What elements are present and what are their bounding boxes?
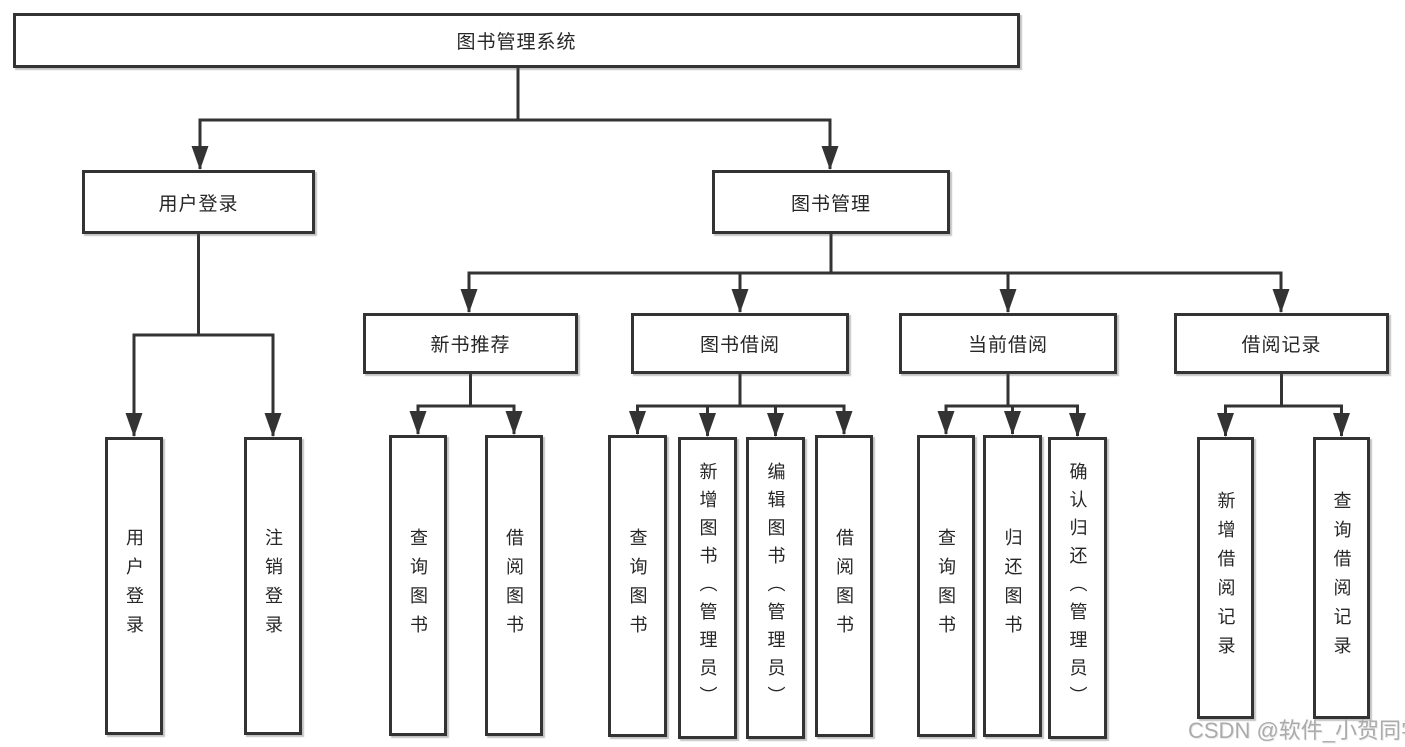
leaf-edit-book-admin: 编辑图书（管理员）: [746, 437, 805, 739]
leaf-logout: 注销登录: [244, 437, 302, 735]
leaf-query-books-borrowing: 查询图书: [608, 435, 667, 737]
leaf-query-borrow-record: 查询借阅记录: [1313, 437, 1370, 719]
node-new-book-recommendation: 新书推荐: [363, 313, 578, 374]
node-borrowing-records: 借阅记录: [1174, 313, 1389, 374]
node-book-borrowing: 图书借阅: [631, 313, 849, 374]
leaf-borrow-books-recommend: 借阅图书: [485, 435, 543, 736]
leaf-confirm-return-admin: 确认归还（管理员）: [1048, 437, 1107, 739]
leaf-return-books: 归还图书: [983, 435, 1042, 737]
leaf-query-books-current: 查询图书: [917, 435, 975, 737]
node-current-borrowing: 当前借阅: [899, 313, 1117, 374]
leaf-borrow-books-borrowing: 借阅图书: [815, 435, 873, 737]
leaf-add-borrow-record: 新增借阅记录: [1197, 437, 1254, 719]
leaf-add-book-admin: 新增图书（管理员）: [678, 437, 737, 739]
leaf-user-login: 用户登录: [105, 437, 163, 735]
node-book-management: 图书管理: [712, 170, 950, 234]
node-user-login: 用户登录: [82, 170, 315, 234]
leaf-query-books-recommend: 查询图书: [389, 435, 447, 736]
node-book-management-system: 图书管理系统: [13, 13, 1020, 68]
csdn-watermark: CSDN @软件_小贺同学: [1188, 718, 1405, 743]
